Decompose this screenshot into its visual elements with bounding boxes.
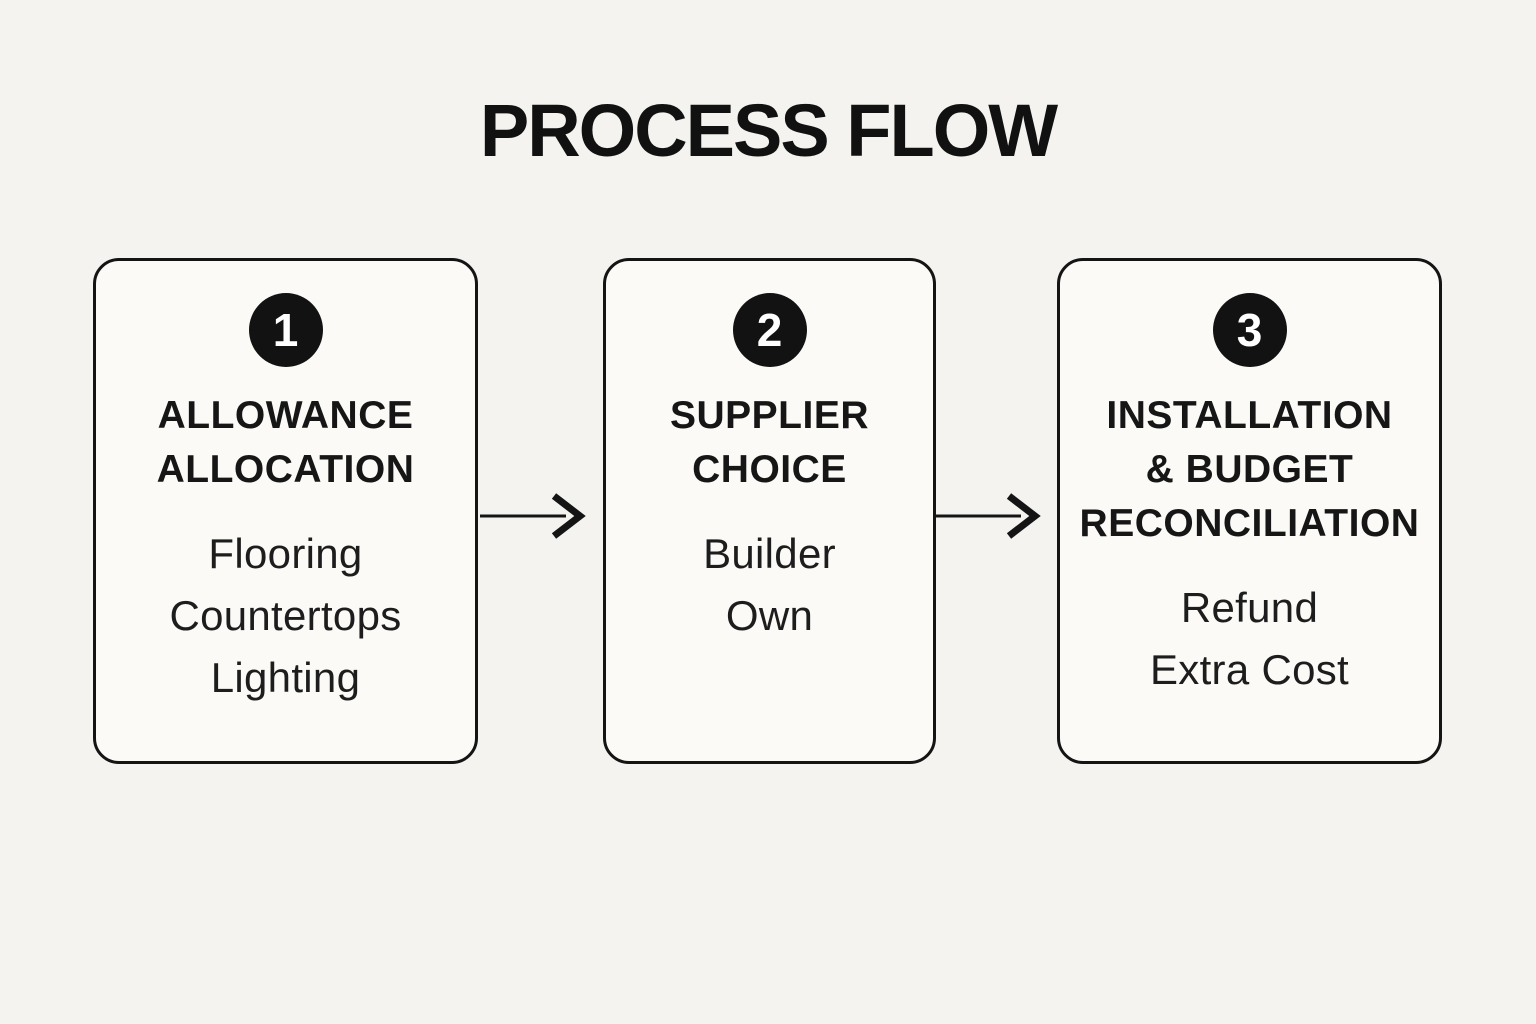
step-heading: INSTALLATION & BUDGET RECONCILIATION [1080,389,1420,551]
step-heading-line: CHOICE [692,448,847,491]
step-item-list: Builder Own [703,523,836,647]
step-card-3: 3 INSTALLATION & BUDGET RECONCILIATION R… [1057,258,1442,764]
step-item: Countertops [169,592,402,639]
step-heading: ALLOWANCE ALLOCATION [157,389,415,497]
step-heading-line: ALLOWANCE [157,394,414,437]
step-heading-line: ALLOCATION [156,448,415,491]
step-item: Builder [703,530,836,577]
step-item-list: Refund Extra Cost [1150,577,1349,701]
step-number-badge: 2 [732,293,807,367]
step-number-badge: 1 [248,293,323,367]
step-heading-line: INSTALLATION [1106,394,1393,437]
step-heading-line: & BUDGET [1145,448,1354,491]
step-heading-line: SUPPLIER [669,394,870,437]
step-heading-line: RECONCILIATION [1079,502,1420,545]
step-number-badge: 3 [1212,293,1287,367]
step-item: Lighting [210,654,361,701]
step-item: Own [725,592,814,639]
right-arrow-icon [480,493,586,539]
step-item: Refund [1180,584,1319,631]
step-card-1: 1 ALLOWANCE ALLOCATION Flooring Countert… [93,258,478,764]
step-heading: SUPPLIER CHOICE [670,389,869,497]
step-item: Extra Cost [1149,646,1350,693]
step-item-list: Flooring Countertops Lighting [169,523,401,709]
right-arrow-icon [936,493,1041,539]
step-card-2: 2 SUPPLIER CHOICE Builder Own [603,258,936,764]
page-title: PROCESS FLOW [479,89,1058,172]
step-item: Flooring [208,530,363,577]
